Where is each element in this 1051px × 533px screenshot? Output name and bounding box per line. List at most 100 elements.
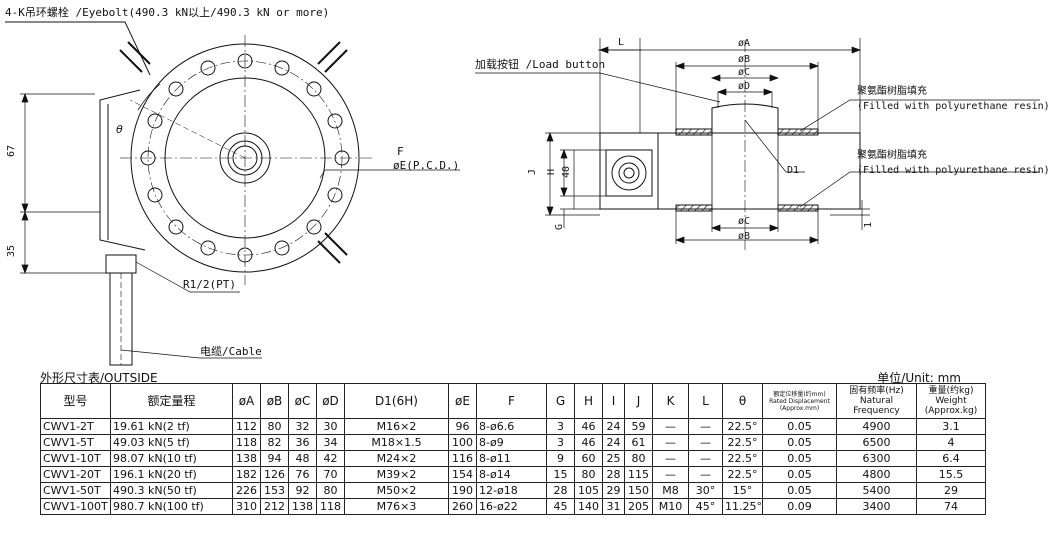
dim-phi-a-label: øA: [738, 38, 751, 49]
cell-phi-c: 36: [288, 434, 317, 451]
cell-h: 140: [574, 498, 603, 515]
cell-phi-a: 112: [232, 418, 261, 435]
load-button-leader: [475, 72, 721, 103]
cell-k: M8: [652, 482, 689, 499]
th-theta: θ: [722, 383, 763, 419]
cell-phi-e: 154: [448, 466, 477, 483]
r12-leader: [135, 261, 240, 293]
table-unit: 单位/Unit: mm: [877, 371, 961, 385]
cell-h: 80: [574, 466, 603, 483]
resin-top-left: [675, 128, 713, 136]
cell-model: CWV1-2T: [40, 418, 111, 435]
cell-f: 8-ø14: [476, 466, 547, 483]
cell-g: 3: [546, 418, 575, 435]
cell-phi-d: 30: [316, 418, 345, 435]
th-d1: D1(6H): [344, 383, 449, 419]
cell-d1: M24×2: [344, 450, 449, 467]
cell-phi-b: 80: [260, 418, 289, 435]
dim-phi-b-label: øB: [738, 54, 751, 65]
cell-i: 25: [602, 450, 625, 467]
cell-theta: 22.5°: [722, 418, 763, 435]
cell-i: 24: [602, 418, 625, 435]
resin-bottom-right: [777, 204, 819, 212]
cell-rated-displacement: 0.05: [762, 466, 837, 483]
cell-rated-displacement: 0.05: [762, 450, 837, 467]
cell-g: 28: [546, 482, 575, 499]
cell-j: 80: [624, 450, 653, 467]
resin-cn-label-1: 聚氨酯树脂填充: [857, 86, 927, 97]
resin-leader-2: [799, 171, 1040, 208]
th-phi-b: øB: [260, 383, 289, 419]
dim-l-label: L: [618, 37, 625, 48]
cell-phi-e: 116: [448, 450, 477, 467]
connector-fitting: [105, 254, 137, 274]
cell-i: 31: [602, 498, 625, 515]
cell-phi-e: 260: [448, 498, 477, 515]
resin-en-label-2: (Filled with polyurethane resin): [857, 165, 1050, 176]
cell-weight: 4: [916, 434, 986, 451]
cell-phi-b: 153: [260, 482, 289, 499]
cell-theta: 15°: [722, 482, 763, 499]
cell-model: CWV1-10T: [40, 450, 111, 467]
cell-phi-b: 82: [260, 434, 289, 451]
dim-h-label: H: [546, 168, 558, 176]
dim-35-label: 35: [6, 244, 18, 258]
th-weight: 重量(约kg) Weight (Approx.kg): [916, 383, 986, 419]
th-phi-c: øC: [288, 383, 317, 419]
table-header-row: 型号 额定量程 øA øB øC øD D1(6H) øE F G H I J …: [40, 383, 986, 419]
load-button-label: 加载按钮 /Load button: [475, 58, 606, 71]
cell-rated-displacement: 0.05: [762, 434, 837, 451]
dim-g-label: G: [554, 223, 566, 231]
right-dimension: [830, 200, 870, 230]
cell-d1: M18×1.5: [344, 434, 449, 451]
cell-d1: M76×3: [344, 498, 449, 515]
connector-body: [99, 89, 146, 251]
cell-g: 9: [546, 450, 575, 467]
cell-phi-d: 70: [316, 466, 345, 483]
th-rated-capacity: 额定量程: [110, 383, 233, 419]
resin-en-label-1: (Filled with polyurethane resin): [857, 101, 1050, 112]
cell-rated-capacity: 19.61 kN(2 tf): [110, 418, 233, 435]
cell-phi-c: 138: [288, 498, 317, 515]
cell-theta: 11.25°: [722, 498, 763, 515]
cell-model: CWV1-5T: [40, 434, 111, 451]
cable-leader: [120, 349, 262, 359]
cell-h: 46: [574, 434, 603, 451]
cell-phi-d: 42: [316, 450, 345, 467]
cell-h: 60: [574, 450, 603, 467]
dim-phi-c-bottom-label: øC: [738, 216, 751, 227]
theta-arc: [137, 83, 161, 111]
cell-phi-b: 94: [260, 450, 289, 467]
cell-phi-a: 118: [232, 434, 261, 451]
resin-bottom-left: [675, 204, 713, 212]
th-rated-displacement: 额定位移量(约mm) Rated Displacement (Approx.mm…: [762, 383, 837, 419]
cell-k: —: [652, 450, 689, 467]
cell-phi-d: 34: [316, 434, 345, 451]
cell-rated-displacement: 0.05: [762, 418, 837, 435]
cell-natural-frequency: 5400: [836, 482, 917, 499]
cell-theta: 22.5°: [722, 450, 763, 467]
cell-j: 115: [624, 466, 653, 483]
cell-phi-c: 76: [288, 466, 317, 483]
eyebolt-leader: [5, 21, 151, 76]
cell-phi-c: 32: [288, 418, 317, 435]
r12-label: R1/2(PT): [183, 278, 236, 291]
th-f: F: [476, 383, 547, 419]
cell-phi-e: 100: [448, 434, 477, 451]
dim-40-label: 40: [561, 165, 573, 179]
front-view: [5, 21, 460, 366]
resin-top-right: [777, 128, 819, 136]
cell-phi-d: 80: [316, 482, 345, 499]
dim-phi-d-label: øD: [738, 81, 751, 92]
cell-d1: M50×2: [344, 482, 449, 499]
cell-theta: 22.5°: [722, 466, 763, 483]
cable-label: 电缆/Cable: [200, 345, 262, 358]
cell-phi-a: 310: [232, 498, 261, 515]
cell-weight: 3.1: [916, 418, 986, 435]
cell-phi-a: 138: [232, 450, 261, 467]
left-dimensions: [545, 132, 606, 228]
